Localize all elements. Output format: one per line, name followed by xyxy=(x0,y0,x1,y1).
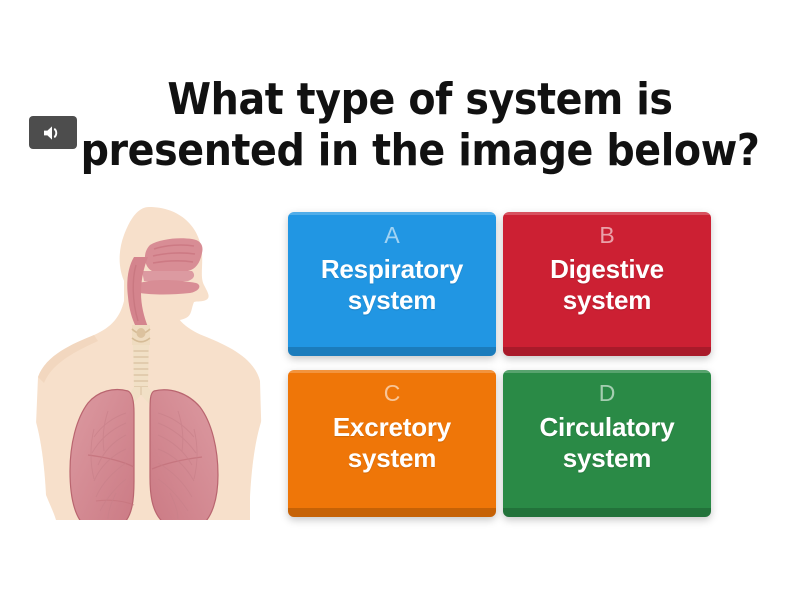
speaker-icon xyxy=(42,124,64,142)
audio-play-button[interactable] xyxy=(29,116,77,149)
answer-label-d: Circulatory system xyxy=(539,412,675,473)
respiratory-system-illustration xyxy=(28,205,268,520)
answer-label-a: Respiratory system xyxy=(320,254,464,315)
answer-label-b: Digestive system xyxy=(550,254,664,315)
answer-option-d[interactable]: D Circulatory system xyxy=(503,370,711,517)
answer-letter-d: D xyxy=(598,380,616,406)
answer-label-c: Excretory system xyxy=(332,412,452,473)
answer-letter-b: B xyxy=(599,222,615,248)
answer-option-a[interactable]: A Respiratory system xyxy=(288,212,496,356)
answer-option-b[interactable]: B Digestive system xyxy=(503,212,711,356)
answer-letter-a: A xyxy=(384,222,400,248)
answer-option-c[interactable]: C Excretory system xyxy=(288,370,496,517)
answer-letter-c: C xyxy=(383,380,401,406)
answer-options-grid: A Respiratory system B Digestive system … xyxy=(288,212,711,518)
question-text: What type of system is presented in the … xyxy=(80,74,760,177)
